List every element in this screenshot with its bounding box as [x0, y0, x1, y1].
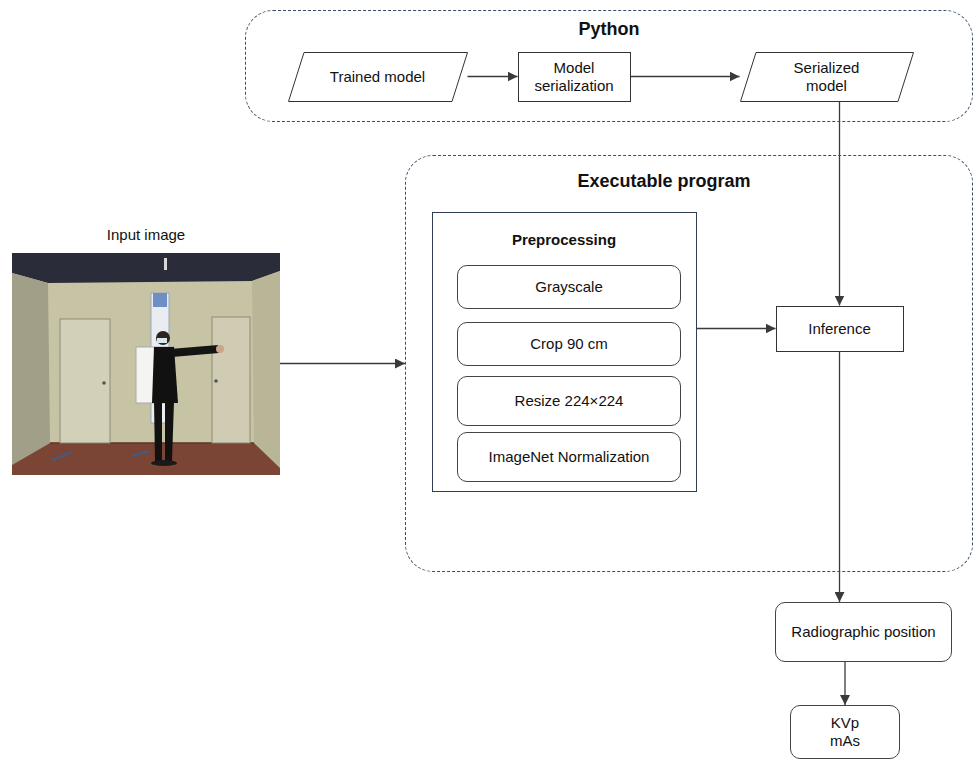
- input-photo: [12, 253, 280, 475]
- step-box: ImageNet Normalization: [457, 432, 681, 482]
- parallelogram-shape: [740, 52, 913, 101]
- step-box: Crop 90 cm: [457, 322, 681, 366]
- parallelogram-shape: [288, 52, 467, 101]
- output-box: Radiographic position: [775, 602, 952, 662]
- floor-cable: [52, 452, 72, 460]
- node-heading: Preprocessing: [433, 231, 696, 249]
- flow-arrow: [280, 363, 405, 364]
- right-wall: [252, 271, 280, 468]
- person-leg: [154, 401, 162, 461]
- flow-arrow: [839, 352, 840, 603]
- node-heading: Python: [246, 19, 972, 41]
- node-label: Radiographic position: [791, 623, 935, 641]
- flow-arrow: [844, 662, 845, 705]
- back-wall: [12, 253, 280, 475]
- right-door: [212, 317, 250, 443]
- flow-arrow: [468, 76, 518, 77]
- executable-group: GrayscaleCrop 90 cm Resize 224×224ImageNe…: [405, 155, 973, 572]
- node-label: Resize 224×224: [515, 392, 624, 410]
- data-parallelogram: Trained model: [288, 52, 468, 102]
- person-mask: [157, 338, 167, 343]
- xray-stand-top: [153, 293, 167, 307]
- node-label: Trained model: [330, 68, 425, 86]
- person-feet: [151, 460, 177, 466]
- node-heading: Input image: [12, 226, 280, 244]
- node-label: Serialized model: [777, 59, 877, 95]
- node-label: Inference: [808, 320, 871, 338]
- person-leg: [165, 401, 174, 461]
- node-label: KVp mAs: [825, 714, 865, 750]
- node-label: Model serialization: [519, 59, 630, 95]
- data-parallelogram: Serialized model: [740, 52, 914, 102]
- step-box: Grayscale: [457, 265, 681, 309]
- node-label: ImageNet Normalization: [489, 448, 650, 466]
- left-wall: [12, 273, 50, 465]
- person-arm: [170, 345, 219, 357]
- node-heading: Executable program: [356, 171, 972, 193]
- ceiling-light: [164, 258, 167, 270]
- flow-arrow: [697, 328, 776, 329]
- person-head: [156, 331, 170, 345]
- person-hand: [216, 345, 224, 353]
- floor-cable: [132, 451, 150, 456]
- door-handle: [214, 379, 218, 383]
- output-box: KVp mAs: [790, 705, 900, 759]
- step-box: Resize 224×224: [457, 376, 681, 426]
- process-box: Inference: [776, 306, 904, 352]
- process-box: Model serialization: [518, 52, 631, 102]
- flow-arrow: [631, 76, 740, 77]
- node-label: Grayscale: [535, 278, 603, 296]
- flow-arrow: [839, 102, 840, 306]
- left-door: [60, 319, 110, 443]
- node-label: Crop 90 cm: [530, 335, 608, 353]
- door-handle: [102, 381, 106, 385]
- preprocessing-box: GrayscaleCrop 90 cm Resize 224×224ImageNe…: [432, 212, 697, 492]
- python-group: Trained model Model serialization Serializ…: [245, 10, 973, 122]
- ceiling: [12, 253, 280, 283]
- floor: [12, 443, 280, 475]
- input-image-frame: Input image: [12, 226, 280, 475]
